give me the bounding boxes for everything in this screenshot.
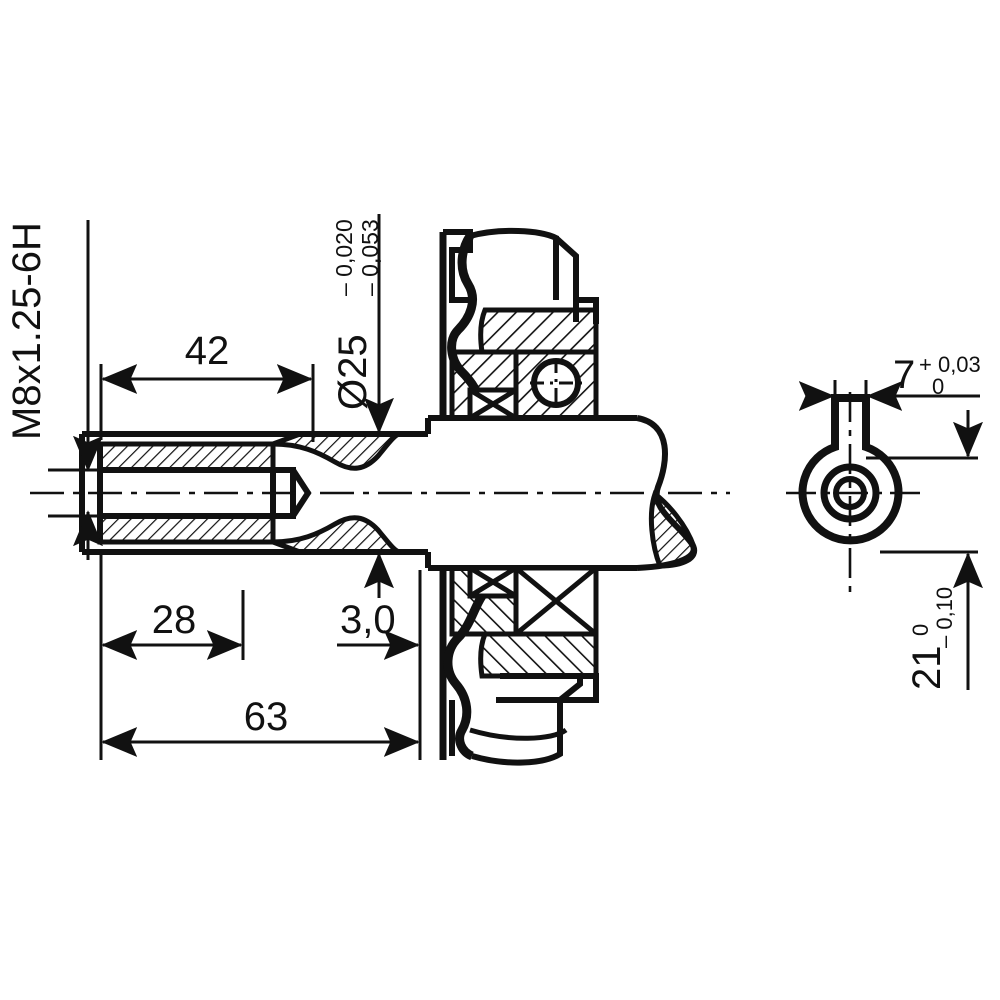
end-view <box>786 392 926 592</box>
thread-label: M8x1.25-6H <box>5 222 49 440</box>
dim-thread-m8: M8x1.25-6H <box>5 220 104 560</box>
keyway-width-label: 7 <box>893 353 915 397</box>
dim-shaft-diameter: Ø25 – 0,020 – 0,053 <box>331 214 394 598</box>
nose-relief <box>272 431 401 555</box>
dim-28-label: 28 <box>152 598 197 642</box>
dim-key-height: 21 0 – 0,10 <box>866 410 983 691</box>
dim-30: 3,0 <box>337 570 445 660</box>
key-height-label: 21 <box>905 646 949 691</box>
bearing-lower <box>439 565 599 766</box>
dim-28: 28 <box>99 552 245 660</box>
key-height-upper-tol: 0 <box>908 624 933 636</box>
bearing-upper <box>439 227 599 421</box>
break-line <box>636 415 698 571</box>
dim-42: 42 <box>99 329 315 442</box>
keyway-width-lower-tol: 0 <box>932 374 944 399</box>
dim-63: 63 <box>99 660 422 760</box>
dim-63-label: 63 <box>244 695 289 739</box>
key-height-lower-tol: – 0,10 <box>932 587 957 648</box>
shaft-diameter-label: Ø25 <box>331 334 375 410</box>
dim-42-label: 42 <box>185 329 230 373</box>
sectional-side-view <box>30 227 730 766</box>
keyway-width-upper-tol: + 0,03 <box>919 352 981 377</box>
shaft-diameter-lower-tol: – 0,053 <box>357 219 383 296</box>
dim-30-label: 3,0 <box>340 598 396 642</box>
shaft-diameter-upper-tol: – 0,020 <box>331 219 357 296</box>
dim-keyway-width: 7 + 0,03 0 <box>798 352 981 411</box>
